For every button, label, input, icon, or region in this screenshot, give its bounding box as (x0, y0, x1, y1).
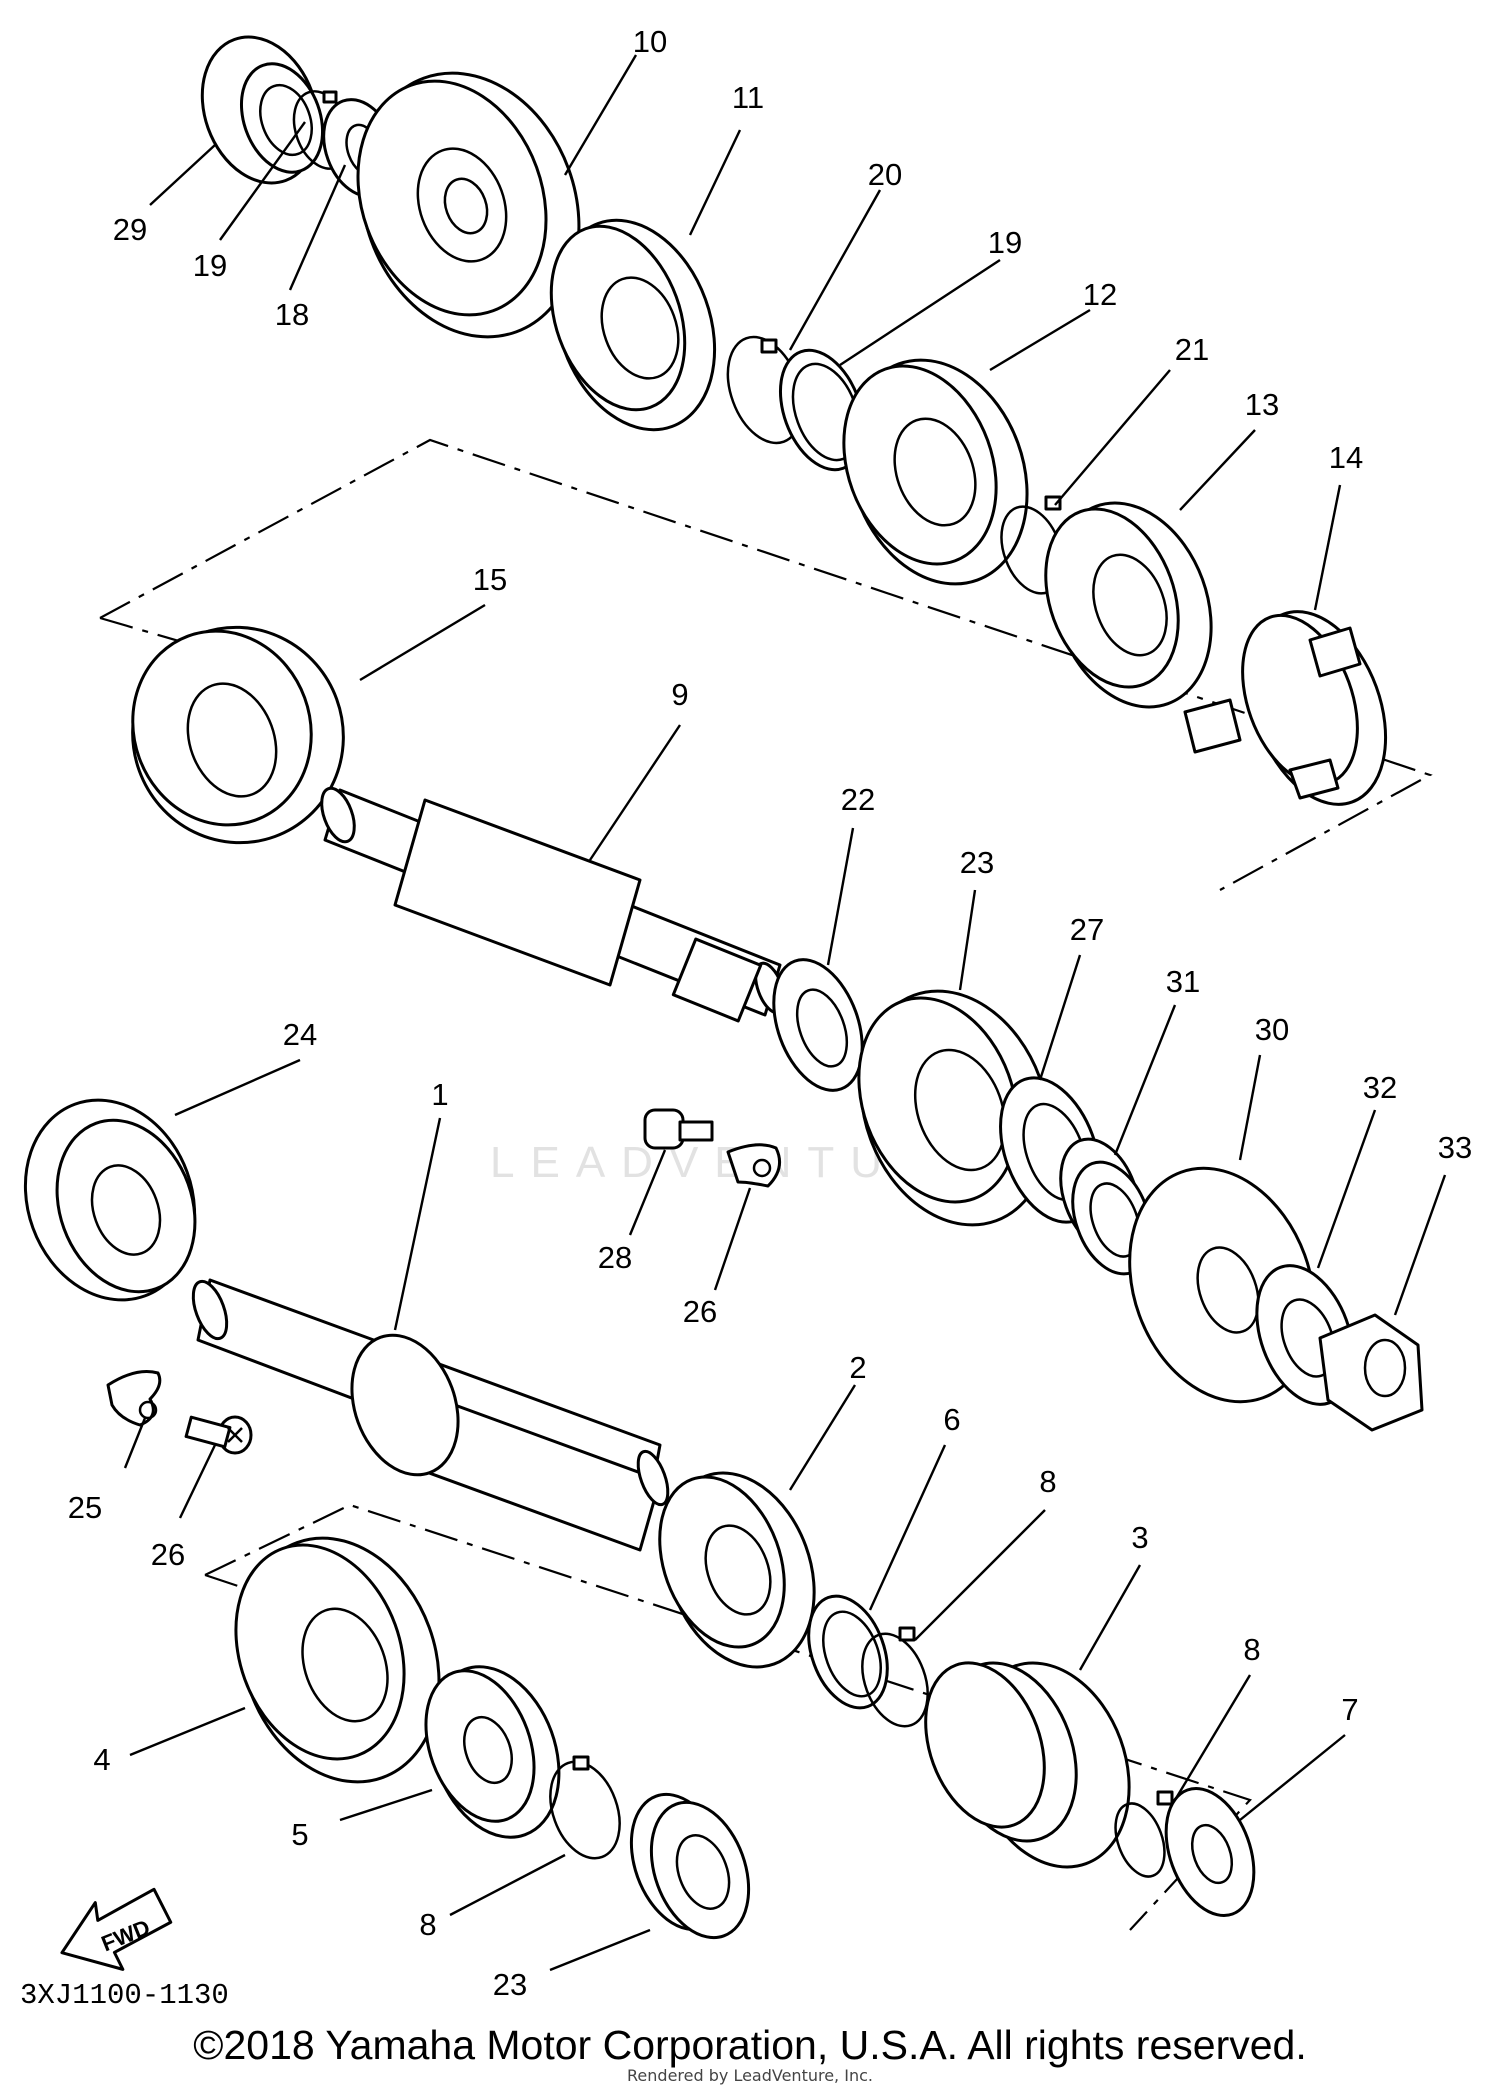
part-8-circlip-middle (861, 1626, 929, 1728)
part-10-gear (356, 71, 581, 339)
part-21-bearing (857, 989, 1051, 1227)
part-11-gear (549, 218, 717, 432)
callout-14: 14 (1329, 440, 1363, 475)
callout-17: 19 (193, 248, 227, 283)
callout-23: 24 (283, 1017, 317, 1052)
part-23-bearing (23, 1098, 197, 1302)
part-8-circlip-right (1114, 1790, 1174, 1878)
callout-12: 12 (1083, 277, 1117, 312)
part-2-gear (658, 1471, 816, 1669)
callout-30: 30 (1255, 1012, 1289, 1047)
callout-22: 23 (493, 1967, 527, 2002)
callout-1: 1 (431, 1077, 448, 1112)
diagram-part-code: 3XJ1100-1130 (20, 1979, 229, 2012)
callout-11: 11 (732, 80, 764, 115)
part-8-circlip-lower (549, 1755, 621, 1860)
callout-28: 28 (598, 1240, 632, 1275)
forward-arrow-icon: FWD (60, 1887, 173, 1971)
callout-19-upper: 20 (868, 157, 902, 192)
part-27-lock-washer (726, 1143, 782, 1188)
callout-labels: 10 11 29 19 18 20 19 12 21 13 14 15 9 22… (68, 24, 1472, 2002)
callout-29: 29 (113, 212, 147, 247)
part-20-washer (772, 958, 864, 1092)
callout-7: 7 (1341, 1692, 1358, 1727)
callout-10: 10 (633, 24, 667, 59)
part-1-drive-axle (191, 1278, 670, 1552)
part-9-main-axle (320, 786, 786, 1023)
copyright-notice: ©2018 Yamaha Motor Corporation, U.S.A. A… (193, 2022, 1307, 2068)
callout-8-right: 8 (1243, 1632, 1260, 1667)
part-22-bearing (629, 1792, 751, 1940)
drive-axle-assembly-boundary (204, 1503, 1252, 1931)
callout-19-middle: 21 (1175, 332, 1209, 367)
part-6-washer (807, 1594, 889, 1710)
callout-8-lower: 8 (419, 1907, 436, 1942)
rendered-by-note: Rendered by LeadVenture, Inc. (627, 2066, 873, 2085)
callout-4: 4 (93, 1742, 110, 1777)
part-28-bolt (643, 1108, 714, 1150)
callout-18: 19 (988, 225, 1022, 260)
callout-26: 27 (1070, 912, 1104, 947)
part-13-gear (1044, 501, 1213, 709)
callout-31: 31 (1166, 964, 1200, 999)
callout-20: 22 (841, 782, 875, 817)
callout-8-middle: 8 (1039, 1464, 1056, 1499)
callout-2: 2 (849, 1350, 866, 1385)
callout-3: 3 (1131, 1520, 1148, 1555)
callout-9: 9 (671, 677, 688, 712)
part-15-gear (131, 625, 345, 845)
part-12-gear (842, 358, 1029, 586)
part-29-bearing (200, 35, 325, 185)
callout-33: 33 (1438, 1130, 1472, 1165)
part-25-screw (184, 1415, 253, 1455)
callout-27: 26 (683, 1294, 717, 1329)
part-4-gear (234, 1536, 441, 1784)
callout-15: 15 (473, 562, 507, 597)
callout-13: 13 (1245, 387, 1279, 422)
part-33-nut (1318, 1313, 1424, 1432)
part-7-washer (1164, 1786, 1256, 1918)
part-5-gear (424, 1665, 561, 1839)
callout-16: 18 (275, 297, 309, 332)
callout-24: 25 (68, 1490, 102, 1525)
callout-21: 23 (960, 845, 994, 880)
part-3-gear (924, 1661, 1131, 1869)
callout-6: 6 (943, 1402, 960, 1437)
part-14-gear (1183, 610, 1388, 806)
leader-lines (123, 54, 1447, 1972)
part-24-lock-washer (106, 1370, 162, 1427)
callout-5: 5 (291, 1817, 308, 1852)
callout-25: 26 (151, 1537, 185, 1572)
callout-32: 32 (1363, 1070, 1397, 1105)
